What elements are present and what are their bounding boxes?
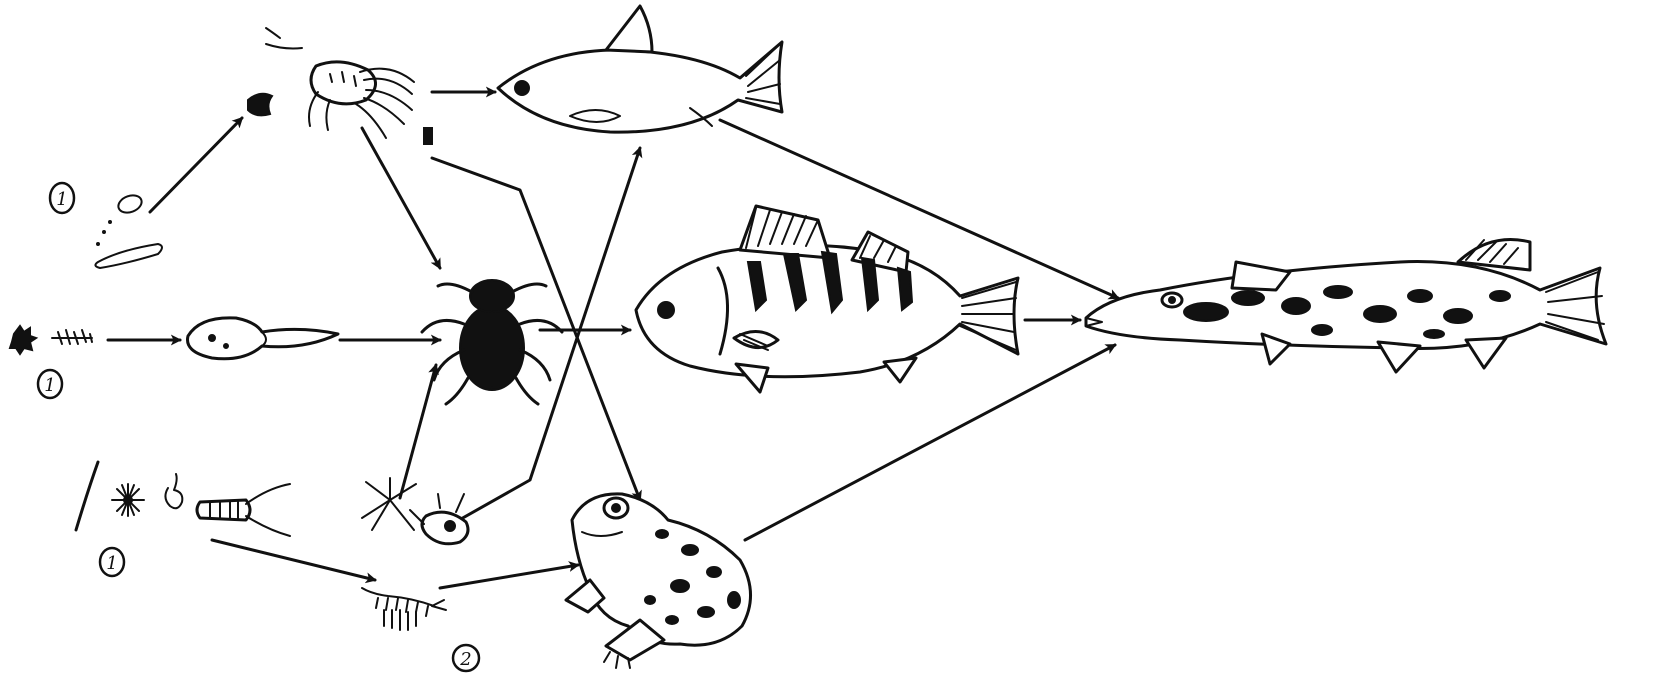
zooplankton-cluster	[248, 28, 432, 144]
perch-fish	[636, 206, 1018, 392]
frog	[566, 494, 751, 668]
label-plants-bottom: 1	[100, 548, 124, 576]
label-plants-middle: 1	[38, 370, 62, 398]
svg-text:1: 1	[56, 189, 67, 210]
svg-text:1: 1	[106, 553, 117, 574]
water-boatman	[410, 494, 468, 544]
copepod	[197, 484, 290, 536]
svg-text:2: 2	[459, 649, 471, 670]
star-plankton	[112, 484, 144, 516]
detritus-group-middle	[10, 326, 92, 354]
label-crustaceans: 2	[453, 645, 479, 671]
diving-beetle	[422, 280, 562, 404]
roach-fish	[498, 6, 782, 132]
pike-fish	[1086, 240, 1606, 373]
arrow-zooplankton-to-beetle	[362, 128, 440, 268]
water-insects	[362, 478, 468, 544]
freshwater-shrimp	[362, 588, 446, 630]
arrow-crustacean-to-frog	[440, 565, 578, 588]
arrow-plankton-to-crustacean	[212, 540, 375, 580]
svg-text:1: 1	[44, 375, 55, 396]
tadpole	[188, 318, 339, 359]
label-plants-top: 1	[50, 183, 74, 213]
arrow-insects-to-beetle	[400, 365, 436, 498]
plankton-group-bottom	[76, 462, 290, 536]
arrow-algae-to-zooplankton	[150, 118, 242, 212]
algae-group-top	[95, 192, 162, 268]
